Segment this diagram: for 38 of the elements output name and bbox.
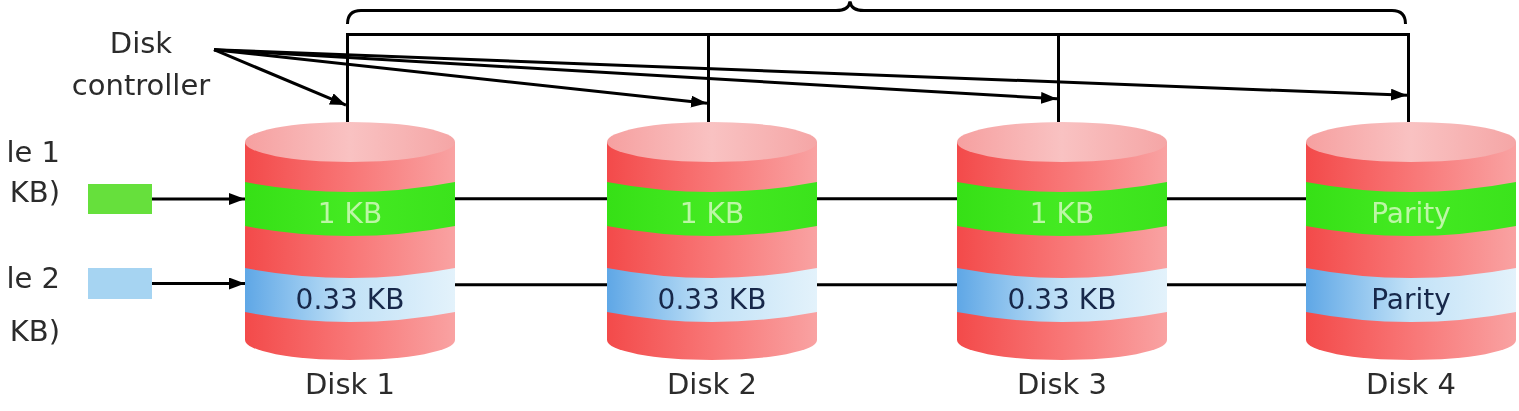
side-label: le 1 KB) <box>5 134 60 211</box>
arrow <box>213 48 1408 101</box>
disk-cylinder <box>245 122 455 360</box>
disk-stripe: 0.33 KB <box>957 268 1167 322</box>
bus-drop-line <box>707 33 710 122</box>
arrow <box>152 277 245 290</box>
disk-stripe: Parity <box>1306 182 1516 236</box>
disk-cylinder <box>607 122 817 360</box>
connector-line <box>1167 283 1306 287</box>
disk-label: Disk 3 <box>1016 366 1108 403</box>
disk-stripe: 1 KB <box>245 182 455 236</box>
arrow <box>213 48 347 107</box>
disk-cylinder <box>957 122 1167 360</box>
disk-stripe: 1 KB <box>607 182 817 236</box>
connector-line <box>1167 197 1306 201</box>
bus-drop-line <box>1057 33 1060 122</box>
disk-label: Disk 1 <box>304 366 396 403</box>
side-label: le 2 KB) <box>5 260 60 350</box>
disk-cylinder <box>1306 122 1516 360</box>
disk-label: Disk 4 <box>1365 366 1457 403</box>
connector-line <box>817 197 957 201</box>
connector-line <box>1060 33 1407 36</box>
data-block <box>88 268 152 299</box>
disk-label: Disk 2 <box>666 366 758 403</box>
connector-line <box>817 283 957 287</box>
disk-stripe: 0.33 KB <box>607 268 817 322</box>
data-block <box>88 184 152 214</box>
arrow <box>152 193 245 205</box>
connector-line <box>455 197 607 201</box>
disk-stripe: Parity <box>1306 268 1516 322</box>
bus-drop-line <box>346 33 349 122</box>
connector-line <box>455 283 607 287</box>
connector-line <box>710 33 1057 36</box>
connector-line <box>349 33 707 36</box>
callout-label: Disk controller <box>68 22 214 106</box>
disk-stripe: 0.33 KB <box>245 268 455 322</box>
disk-stripe: 1 KB <box>957 182 1167 236</box>
bus-drop-line <box>1407 33 1410 122</box>
